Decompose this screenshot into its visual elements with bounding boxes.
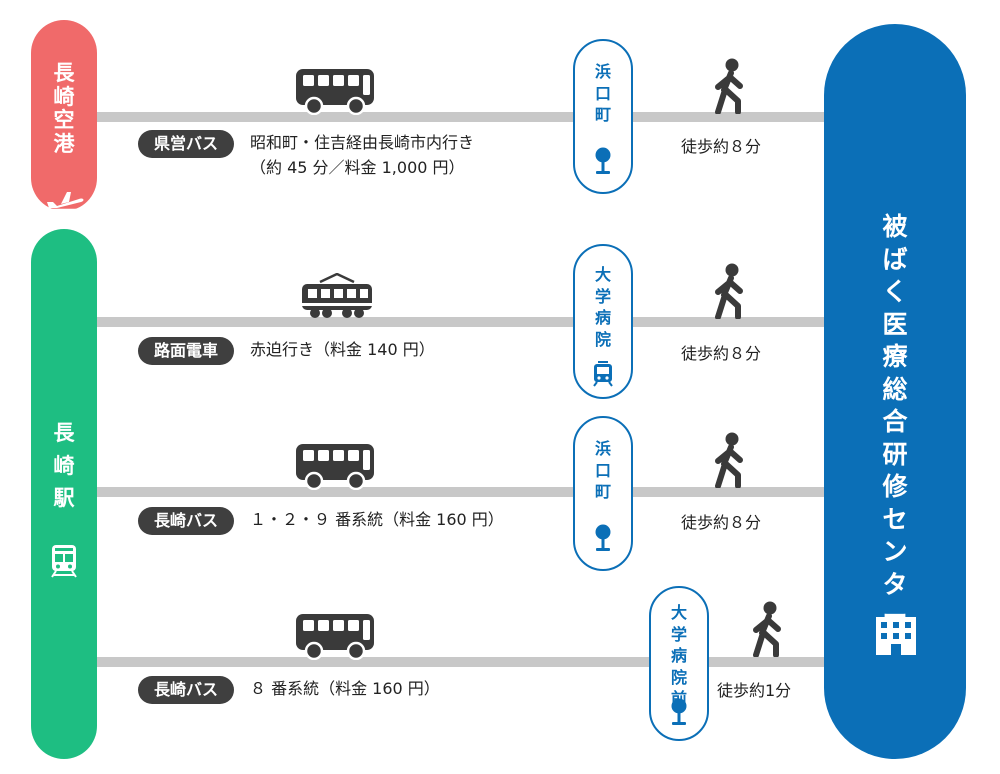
stop-hamaguchimachi: 浜口町 xyxy=(573,39,633,194)
route-line-bus-8 xyxy=(97,657,824,667)
destination-label: 被ばく医療総合研修センター xyxy=(882,212,908,631)
stop-daigaku-byoin-mae: 大学病院前 xyxy=(649,586,709,741)
train-icon xyxy=(51,545,77,578)
stop-label: 浜口町 xyxy=(594,62,611,125)
bus-stop-icon xyxy=(669,697,689,727)
route-description: 昭和町・住吉経由長崎市内行き （約 45 分／料金 1,000 円） xyxy=(250,130,474,180)
route-line-bus-1 xyxy=(97,487,824,497)
airplane-icon xyxy=(45,192,85,212)
origin-station-label: 長崎駅 xyxy=(53,421,75,511)
stop-label: 大学病院前 xyxy=(670,603,687,708)
route-line-airport xyxy=(97,112,824,122)
bus-stop-icon xyxy=(593,523,613,553)
destination-center: 被ばく医療総合研修センター xyxy=(824,24,966,759)
route-line-text: １・２・９ 番系統（料金 160 円） xyxy=(250,510,504,529)
walking-person-icon xyxy=(712,263,748,319)
route-fare-text: （約 45 分／料金 1,000 円） xyxy=(250,158,465,177)
route-description: ８ 番系統（料金 160 円） xyxy=(250,676,440,701)
route-description: １・２・９ 番系統（料金 160 円） xyxy=(250,507,504,532)
bus-icon xyxy=(296,69,374,115)
route-line-text: 赤迫行き（料金 140 円） xyxy=(250,340,435,359)
tram-icon xyxy=(592,359,614,387)
walk-time: 徒歩約８分 xyxy=(681,513,762,532)
origin-airport-label: 長崎空港 xyxy=(53,61,75,156)
route-line-text: 昭和町・住吉経由長崎市内行き xyxy=(250,133,475,152)
operator-badge: 長崎バス xyxy=(138,507,235,535)
stop-daigaku-byoin: 大学病院 xyxy=(573,244,633,399)
walking-person-icon xyxy=(750,601,786,657)
tram-icon xyxy=(300,273,374,319)
walking-person-icon xyxy=(712,58,748,114)
bus-stop-icon xyxy=(593,146,613,176)
origin-station: 長崎駅 xyxy=(31,229,97,759)
bus-icon xyxy=(296,444,374,490)
stop-label: 大学病院 xyxy=(594,265,611,349)
route-line-text: ８ 番系統（料金 160 円） xyxy=(250,679,440,698)
walking-person-icon xyxy=(712,432,748,488)
route-line-tram xyxy=(97,317,824,327)
stop-hamaguchimachi: 浜口町 xyxy=(573,416,633,571)
origin-airport: 長崎空港 xyxy=(31,20,97,212)
walk-time: 徒歩約８分 xyxy=(681,137,762,156)
operator-badge: 長崎バス xyxy=(138,676,235,704)
operator-badge: 路面電車 xyxy=(138,337,235,365)
route-description: 赤迫行き（料金 140 円） xyxy=(250,337,435,362)
bus-icon xyxy=(296,614,374,660)
building-icon xyxy=(876,617,916,655)
walk-time: 徒歩約1分 xyxy=(717,681,792,700)
operator-badge: 県営バス xyxy=(138,130,235,158)
stop-label: 浜口町 xyxy=(594,439,611,502)
walk-time: 徒歩約８分 xyxy=(681,344,762,363)
